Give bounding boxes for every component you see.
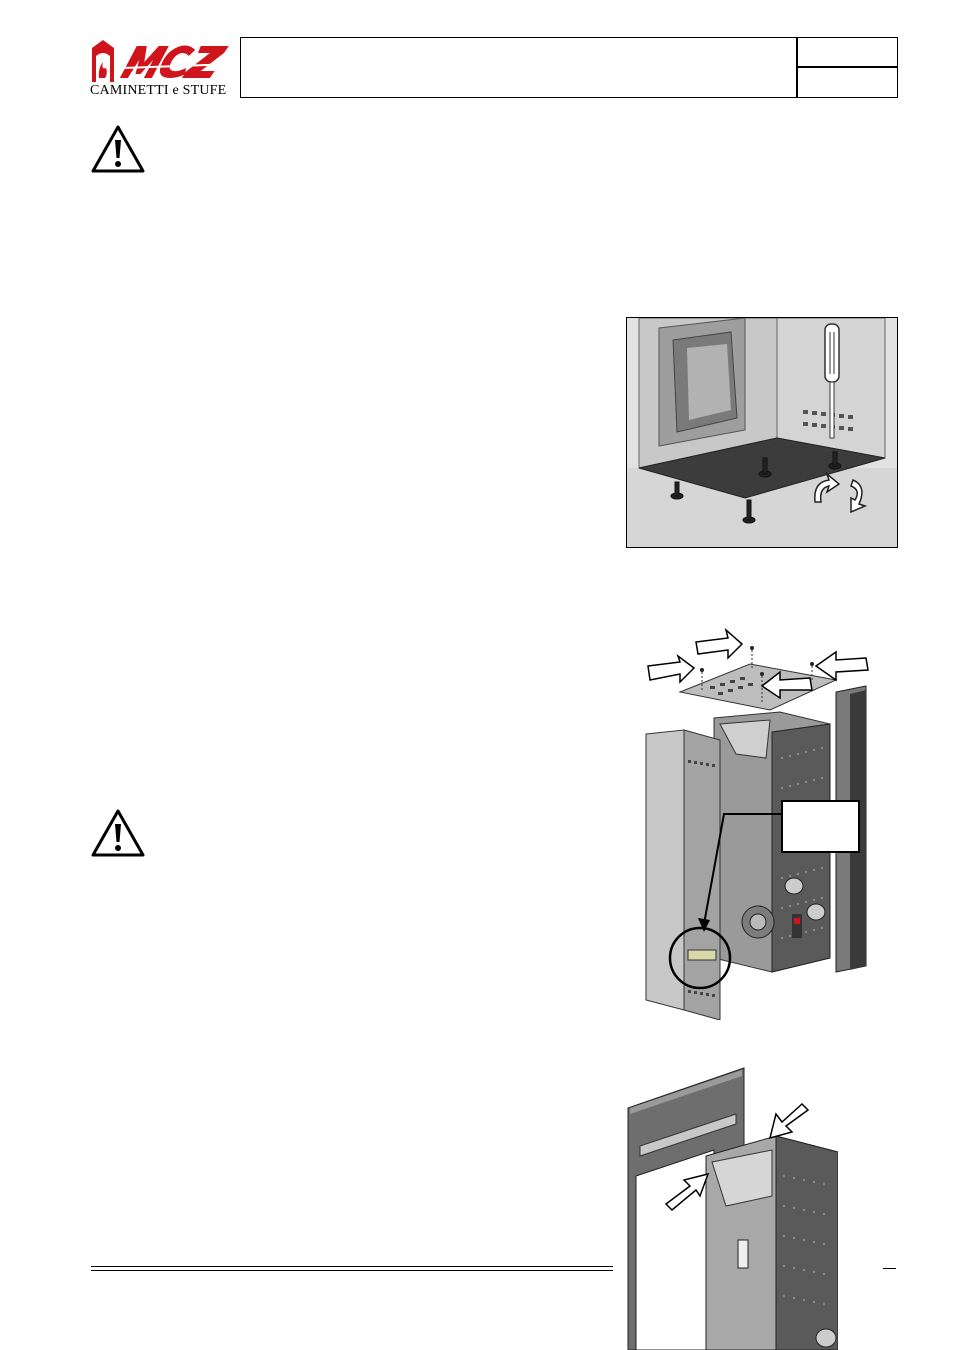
warning-icon [90,808,146,858]
callout-box [781,800,860,853]
arrow-icon [664,1102,810,1212]
arrow-icon [647,628,869,700]
warning-icon [90,124,146,174]
rotate-arrows-icon [814,471,868,514]
screwdriver-icon [824,323,840,439]
header-revision-box [796,66,898,98]
footer-page-marker [883,1268,896,1269]
stove-top-panel-removal-figure [640,628,874,1020]
brand-subtitle: CAMINETTI e STUFE [90,83,227,98]
stove-rear-frame-figure [626,1066,838,1350]
footer-rule [91,1266,613,1267]
stove-base-feet-figure [626,317,898,548]
footer-rule-thin [91,1270,613,1271]
brand-logo [88,38,238,100]
mcz-logo-graphic [92,40,235,82]
header-code-box [796,37,898,68]
header-title-box [240,37,798,98]
